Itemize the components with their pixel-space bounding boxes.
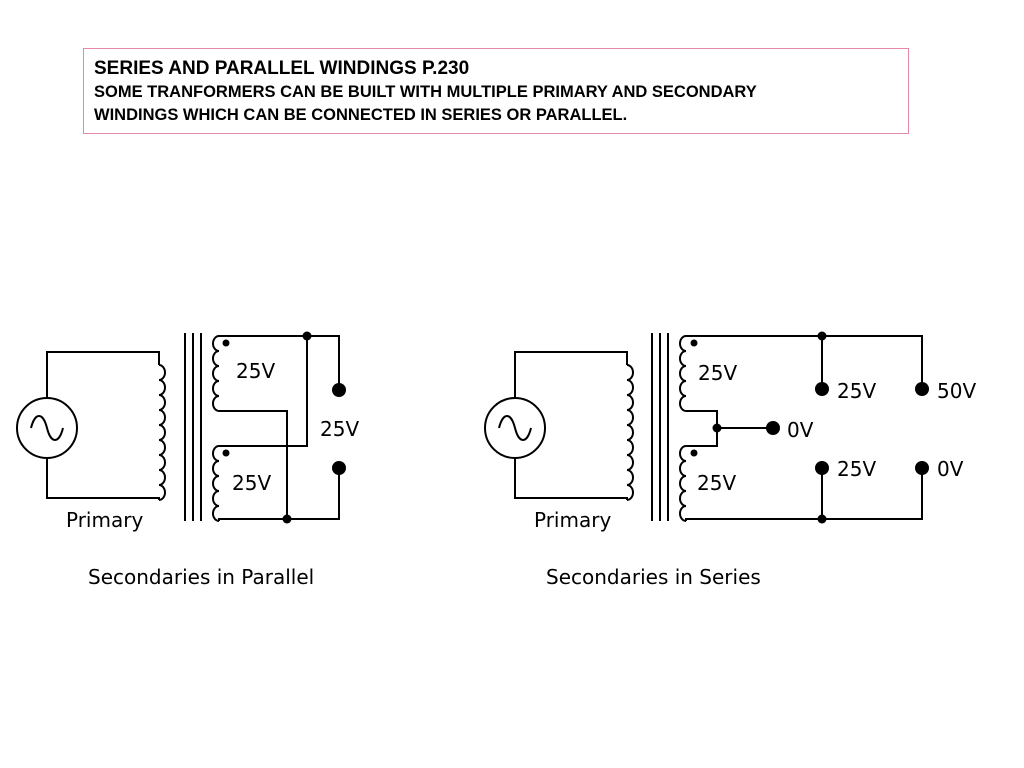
primary-wire-top xyxy=(46,351,160,398)
output-terminal xyxy=(766,421,780,435)
junction-dot xyxy=(282,514,292,524)
upper-secondary-coil xyxy=(679,335,687,412)
output-terminal xyxy=(332,461,346,475)
primary-wire-bottom xyxy=(514,458,628,500)
lower-secondary-voltage-label: 25V xyxy=(697,471,736,495)
upper-secondary-voltage-label: 25V xyxy=(698,361,737,385)
junction-dot xyxy=(712,423,722,433)
page-title: SERIES AND PARALLEL WINDINGS P.230 xyxy=(94,58,470,79)
sine-wave-icon xyxy=(498,415,532,441)
output-voltage-label: 25V xyxy=(320,417,359,441)
parallel-dots xyxy=(222,331,346,524)
junction-dot xyxy=(817,514,827,524)
polarity-dot xyxy=(222,339,230,347)
wire-bottom xyxy=(685,468,923,521)
upper-secondary-coil xyxy=(212,335,220,412)
wire-bottom xyxy=(218,468,340,521)
series-caption: Secondaries in Series xyxy=(546,565,761,589)
parallel-caption: Secondaries in Parallel xyxy=(88,565,314,589)
output-terminal xyxy=(915,461,929,475)
series-dots xyxy=(690,331,929,524)
series-diagram xyxy=(484,333,923,522)
title-description-line-2: WINDINGS WHICH CAN BE CONNECTED IN SERIE… xyxy=(94,106,628,124)
title-description-line-1: SOME TRANFORMERS CAN BE BUILT WITH MULTI… xyxy=(94,83,757,101)
top-left-voltage-label: 25V xyxy=(837,379,876,403)
polarity-dot xyxy=(690,449,698,457)
lower-secondary-coil xyxy=(212,445,220,522)
center-tap-voltage-label: 0V xyxy=(787,418,814,442)
parallel-diagram xyxy=(16,333,340,522)
upper-secondary-voltage-label: 25V xyxy=(236,359,275,383)
bottom-left-voltage-label: 25V xyxy=(837,457,876,481)
output-terminal xyxy=(815,461,829,475)
lower-secondary-coil xyxy=(679,445,687,522)
primary-wire-bottom xyxy=(46,458,160,500)
top-right-voltage-label: 50V xyxy=(937,379,976,403)
wire-top xyxy=(219,335,340,390)
primary-label: Primary xyxy=(534,508,611,532)
output-terminal xyxy=(815,382,829,396)
junction-dot xyxy=(302,331,312,341)
primary-coil xyxy=(626,364,634,501)
output-terminal xyxy=(915,382,929,396)
sine-wave-icon xyxy=(30,415,64,441)
output-terminal xyxy=(332,383,346,397)
primary-label: Primary xyxy=(66,508,143,532)
wire-upper-coil-end xyxy=(219,410,288,519)
polarity-dot xyxy=(690,339,698,347)
lower-secondary-voltage-label: 25V xyxy=(232,471,271,495)
primary-wire-top xyxy=(514,351,628,398)
junction-dot xyxy=(817,331,827,341)
wire-top xyxy=(686,335,923,389)
primary-coil xyxy=(158,364,166,501)
polarity-dot xyxy=(222,449,230,457)
title-box: SERIES AND PARALLEL WINDINGS P.230 SOME … xyxy=(83,48,909,134)
wire-lower-coil-start xyxy=(219,336,308,447)
bottom-right-voltage-label: 0V xyxy=(937,457,964,481)
wire-center-tap xyxy=(686,410,718,447)
